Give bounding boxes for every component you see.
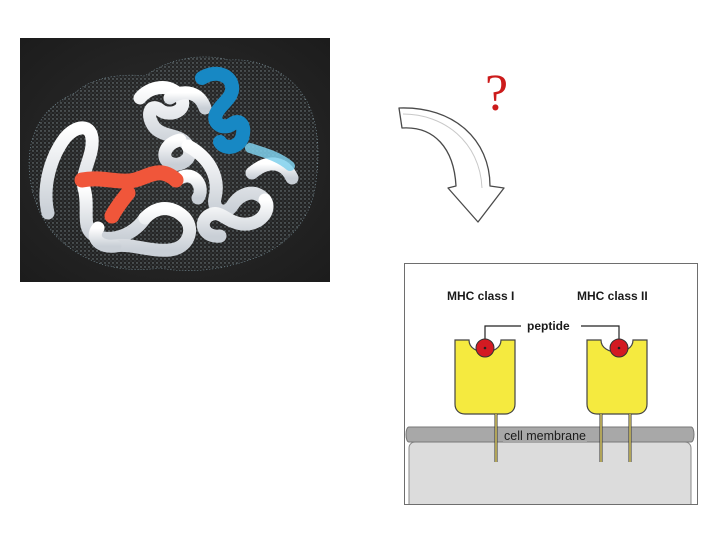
mhc-class-i-molecule: [454, 338, 516, 462]
mhc-class-ii-molecule: [586, 338, 648, 462]
protein-ribbon-graphic: [20, 38, 330, 282]
label-mhc-class-ii: MHC class II: [577, 289, 648, 303]
protein-coil-white: [39, 81, 299, 257]
label-cell-membrane: cell membrane: [503, 429, 587, 443]
mhc-diagram-panel: MHC class I MHC class II peptide cell me…: [404, 263, 698, 505]
protein-helix-red: [74, 165, 184, 224]
label-mhc-class-i: MHC class I: [447, 289, 515, 303]
label-peptide: peptide: [527, 319, 570, 333]
question-mark: ?: [485, 65, 509, 122]
protein-helix-blue: [195, 66, 251, 154]
curved-arrow-icon: [394, 98, 510, 226]
protein-structure-image: [20, 38, 330, 282]
cell-interior: [408, 441, 692, 504]
